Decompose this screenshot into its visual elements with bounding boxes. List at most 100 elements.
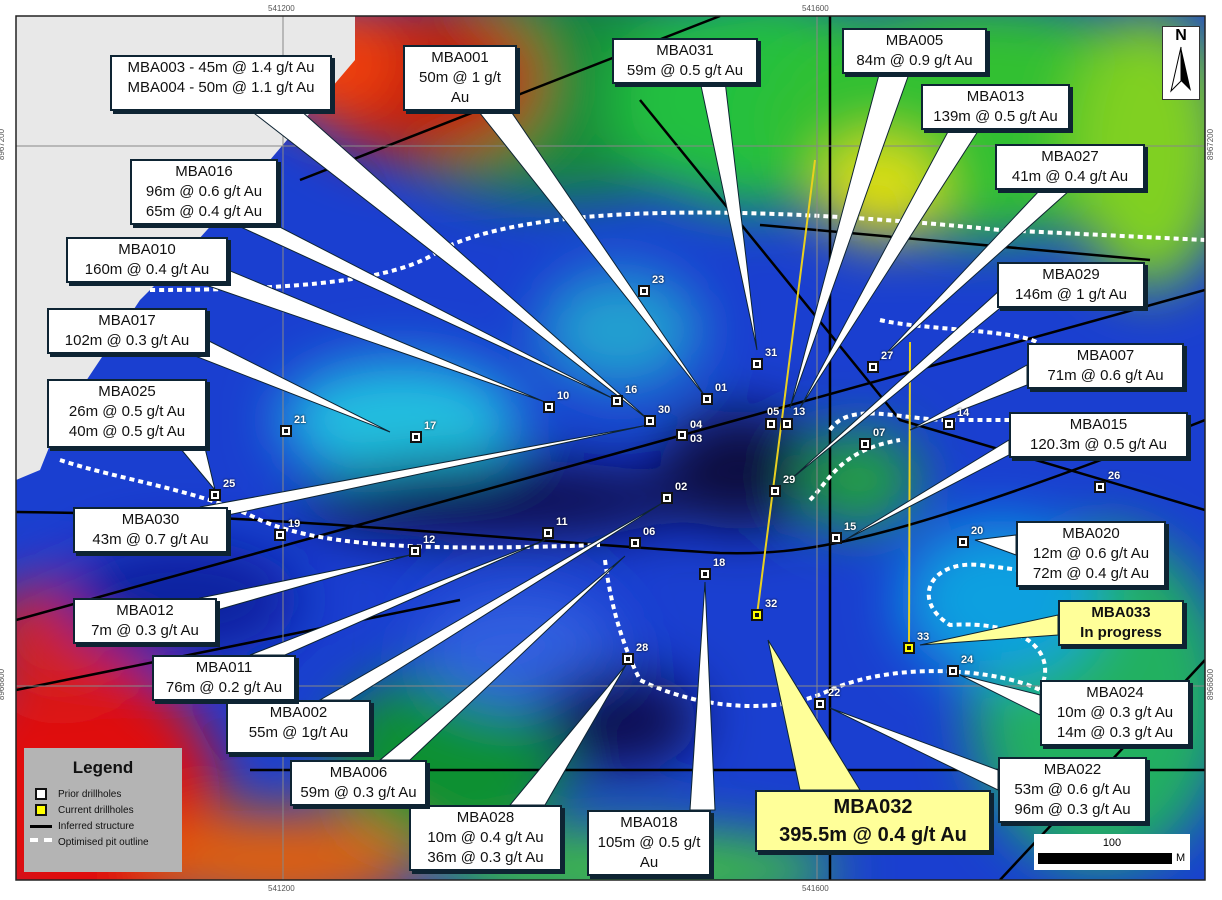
- drillhole-label: 22: [828, 687, 841, 699]
- drillhole-label: 18: [713, 557, 726, 569]
- drillhole-marker[interactable]: [701, 393, 713, 405]
- callout-hole-id: MBA002: [269, 704, 328, 721]
- legend-item-structure: Inferred structure: [24, 818, 182, 834]
- drillhole-callout: MBA018 105m @ 0.5 g/t Au: [587, 810, 711, 876]
- callout-intercept: 71m @ 0.6 g/t Au: [1047, 367, 1164, 384]
- drillhole-marker[interactable]: [765, 418, 777, 430]
- grid-label-y: 8966800: [1206, 668, 1216, 701]
- callout-hole-id: MBA005: [885, 32, 944, 49]
- drillhole-marker[interactable]: [903, 642, 915, 654]
- drillhole-marker[interactable]: [1094, 481, 1106, 493]
- grid-label-y: 8967200: [0, 128, 7, 161]
- map-frame: [15, 15, 1206, 881]
- drillhole-label: 04: [690, 419, 703, 431]
- callout-intercept: 59m @ 0.3 g/t Au: [300, 784, 417, 801]
- drillhole-marker[interactable]: [947, 665, 959, 677]
- drillhole-marker[interactable]: [638, 285, 650, 297]
- callout-intercept: 53m @ 0.6 g/t Au: [1014, 781, 1131, 798]
- callout-hole-id: MBA033: [1091, 604, 1151, 621]
- drillhole-marker[interactable]: [751, 609, 763, 621]
- drillhole-label: 19: [288, 518, 301, 530]
- callout-intercept: 102m @ 0.3 g/t Au: [64, 332, 190, 349]
- callout-intercept: 76m @ 0.2 g/t Au: [165, 679, 283, 696]
- legend-label: Current drillholes: [58, 804, 134, 816]
- callout-intercept: 146m @ 1 g/t Au: [1015, 286, 1127, 303]
- drillhole-marker[interactable]: [867, 361, 879, 373]
- callout-intercept: 40m @ 0.5 g/t Au: [68, 423, 186, 440]
- callout-hole-id: MBA012: [116, 602, 174, 619]
- drillhole-marker[interactable]: [769, 485, 781, 497]
- drillhole-callout: MBA006 59m @ 0.3 g/t Au: [290, 760, 427, 806]
- drillhole-marker[interactable]: [957, 536, 969, 548]
- callout-hole-id: MBA029: [1042, 266, 1100, 283]
- callout-intercept: 7m @ 0.3 g/t Au: [91, 622, 199, 639]
- drillhole-marker[interactable]: [781, 418, 793, 430]
- drillhole-marker[interactable]: [814, 698, 826, 710]
- drillhole-marker[interactable]: [751, 358, 763, 370]
- drillhole-marker[interactable]: [699, 568, 711, 580]
- drillhole-marker[interactable]: [274, 529, 286, 541]
- callout-intercept: 10m @ 0.4 g/t Au: [427, 829, 544, 846]
- drillhole-marker[interactable]: [830, 532, 842, 544]
- callout-pointers: [178, 70, 1072, 811]
- drillhole-marker[interactable]: [611, 395, 623, 407]
- legend-item-prior: Prior drillholes: [24, 786, 182, 802]
- callout-hole-id: MBA018: [620, 814, 678, 831]
- scale-unit: M: [1176, 852, 1186, 864]
- drillhole-label: 16: [625, 384, 638, 396]
- callout-intercept: 50m @ 1 g/t Au: [419, 69, 501, 106]
- drillhole-marker[interactable]: [542, 527, 554, 539]
- callout-hole-id: MBA006: [329, 764, 388, 781]
- north-arrow-icon: [1170, 46, 1191, 93]
- drillhole-label: 29: [783, 474, 796, 486]
- grid-label-x: 541200: [268, 884, 295, 893]
- drillhole-marker[interactable]: [943, 418, 955, 430]
- drillhole-label: 24: [961, 654, 974, 666]
- prior-drillhole-icon: [35, 788, 47, 800]
- drillhole-marker[interactable]: [622, 653, 634, 665]
- drillhole-label: 33: [917, 631, 930, 643]
- drillhole-marker[interactable]: [676, 429, 688, 441]
- drillhole-marker[interactable]: [629, 537, 641, 549]
- legend-item-pit: Optimised pit outline: [24, 834, 182, 850]
- callout-intercept: 96m @ 0.6 g/t Au: [145, 183, 263, 200]
- drillhole-label: 32: [765, 598, 778, 610]
- legend-item-current: Current drillholes: [24, 802, 182, 818]
- current-drillhole-icon: [35, 804, 47, 816]
- scale-bar-graphic: [1038, 853, 1172, 864]
- callout-hole-id: MBA013: [966, 88, 1025, 105]
- callout-hole-id: MBA016: [175, 163, 233, 180]
- drillhole-marker[interactable]: [661, 492, 673, 504]
- drillhole-callout: MBA012 7m @ 0.3 g/t Au: [73, 598, 217, 644]
- drillhole-marker[interactable]: [644, 415, 656, 427]
- callout-hole-id: MBA028: [456, 809, 515, 826]
- grid-label-y: 8966800: [0, 668, 7, 701]
- drillhole-marker[interactable]: [409, 545, 421, 557]
- legend: Legend Prior drillholes Current drillhol…: [24, 748, 182, 872]
- grid-label-x: 541600: [802, 884, 829, 893]
- drillhole-marker[interactable]: [209, 489, 221, 501]
- scale-value: 100: [1102, 837, 1122, 849]
- drillhole-marker[interactable]: [543, 401, 555, 413]
- callout-intercept: 105m @ 0.5 g/t Au: [597, 834, 701, 871]
- drillhole-label: 28: [636, 642, 649, 654]
- drillhole-label: 01: [715, 382, 728, 394]
- grid-label-x: 541600: [802, 4, 829, 13]
- drillhole-label: 26: [1108, 470, 1121, 482]
- drillhole-label: 14: [957, 407, 970, 419]
- drillhole-marker[interactable]: [280, 425, 292, 437]
- drillhole-label: 12: [423, 534, 436, 546]
- drillhole-label: 30: [658, 404, 671, 416]
- drillhole-marker[interactable]: [410, 431, 422, 443]
- legend-label: Prior drillholes: [58, 788, 122, 800]
- callout-hole-id: MBA031: [656, 42, 714, 59]
- drillhole-marker[interactable]: [859, 438, 871, 450]
- callout-hole-id: MBA022: [1043, 761, 1102, 778]
- callout-intercept: 14m @ 0.3 g/t Au: [1056, 724, 1174, 741]
- callout-hole-id: MBA032: [833, 796, 913, 818]
